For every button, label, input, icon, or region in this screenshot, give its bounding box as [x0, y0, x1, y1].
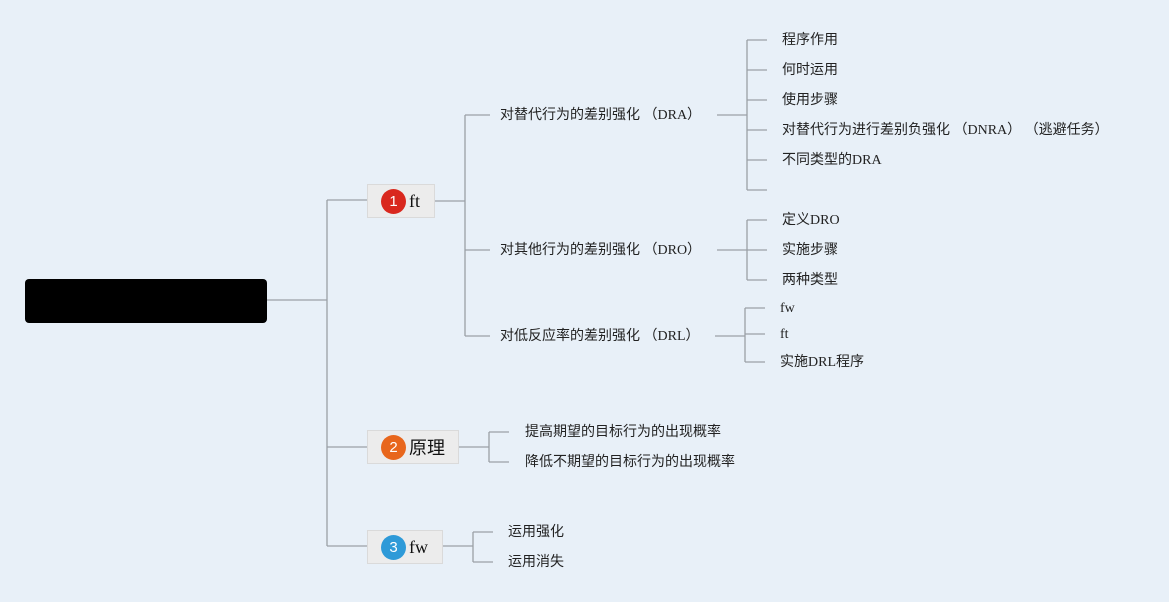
subtopic[interactable]: 程序作用 — [782, 33, 838, 48]
root-node[interactable] — [25, 279, 267, 323]
subtopic[interactable]: 不同类型的DRA — [782, 153, 882, 168]
topic[interactable]: 降低不期望的目标行为的出现概率 — [525, 455, 735, 470]
branch-number-badge: 1 — [381, 188, 406, 214]
subtopic[interactable]: 实施步骤 — [782, 243, 838, 258]
subtopic[interactable]: 对替代行为进行差别负强化 （DNRA） （逃避任务） — [782, 123, 1109, 138]
subtopic[interactable]: ft — [780, 327, 789, 342]
topic-dro[interactable]: 对其他行为的差别强化 （DRO） — [500, 243, 702, 258]
subtopic[interactable]: 使用步骤 — [782, 93, 838, 108]
topic[interactable]: 提高期望的目标行为的出现概率 — [525, 425, 721, 440]
subtopic[interactable]: 实施DRL程序 — [780, 355, 864, 370]
branch-node-1[interactable]: 1 ft — [367, 184, 435, 218]
subtopic[interactable]: 何时运用 — [782, 63, 838, 78]
subtopic[interactable]: 两种类型 — [782, 273, 838, 288]
branch-node-2[interactable]: 2 原理 — [367, 430, 459, 464]
topic[interactable]: 运用消失 — [508, 555, 564, 570]
topic[interactable]: 运用强化 — [508, 525, 564, 540]
branch-label: ft — [409, 190, 420, 211]
subtopic[interactable]: fw — [780, 301, 795, 316]
branch-number-badge: 3 — [381, 534, 406, 560]
subtopic[interactable]: 定义DRO — [782, 213, 840, 228]
branch-node-3[interactable]: 3 fw — [367, 530, 443, 564]
branch-label: 原理 — [409, 438, 445, 458]
topic-drl[interactable]: 对低反应率的差别强化 （DRL） — [500, 329, 700, 344]
branch-label: fw — [409, 536, 428, 557]
topic-dra[interactable]: 对替代行为的差别强化 （DRA） — [500, 108, 702, 123]
branch-number-badge: 2 — [381, 434, 406, 460]
